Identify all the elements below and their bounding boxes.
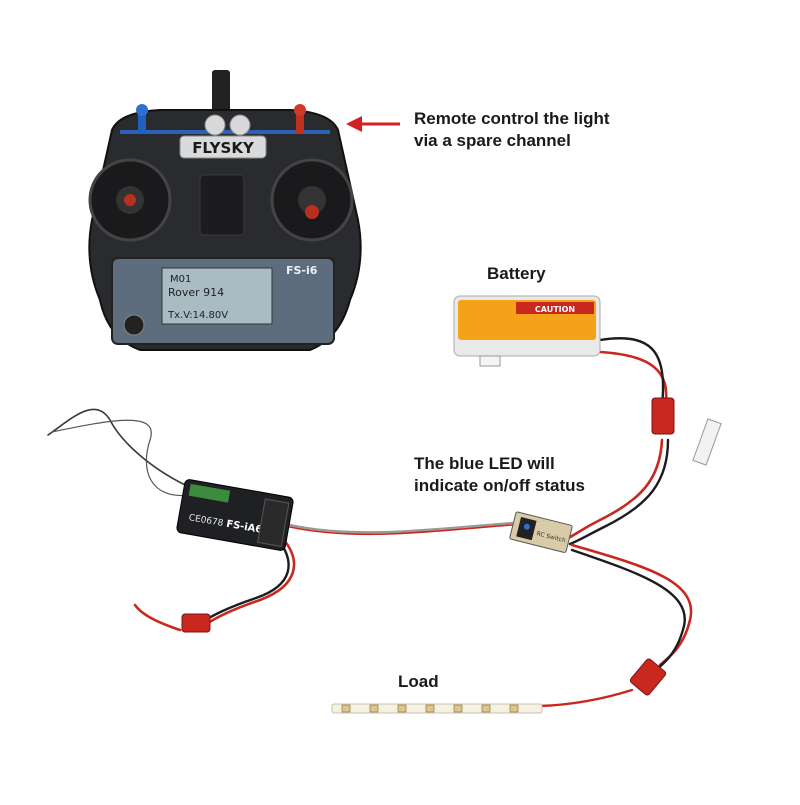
led-chip	[481, 704, 491, 713]
load-annotation-text: Load	[398, 672, 439, 691]
annotation-arrow	[346, 116, 400, 132]
dial-left	[204, 114, 226, 136]
led-strip	[331, 703, 543, 714]
led-annotation: The blue LED will indicate on/off status	[414, 453, 585, 497]
lcd-line-2: Rover 914	[168, 286, 224, 299]
transmitter-antenna	[212, 70, 230, 114]
brand-label: FLYSKY	[192, 139, 255, 157]
status-led	[523, 523, 530, 530]
led-chip	[453, 704, 463, 713]
led-chip	[369, 704, 379, 713]
receiver-jst-connector	[181, 613, 211, 633]
wire-tag	[692, 418, 722, 466]
transmitter: FLYSKY M01 Rover 914 Tx.V:14.80V FS-i6	[88, 70, 362, 351]
battery-pack: CAUTION	[453, 295, 601, 367]
switch-right-red	[296, 110, 304, 134]
dial-right	[229, 114, 251, 136]
nav-button	[123, 314, 145, 336]
caution-text: CAUTION	[535, 305, 575, 314]
remote-annotation-line-2: via a spare channel	[414, 131, 571, 150]
lcd-line-1: M01	[170, 274, 191, 285]
led-chip	[397, 704, 407, 713]
center-grip	[199, 174, 245, 236]
load-lead-to-strip	[538, 688, 634, 708]
load-annotation: Load	[398, 671, 439, 693]
battery-jst-connector	[651, 397, 675, 435]
balance-connector	[479, 355, 501, 367]
led-annotation-line-2: indicate on/off status	[414, 476, 585, 495]
load-wire-black	[570, 548, 686, 672]
led-chips	[341, 704, 519, 713]
caution-band	[516, 302, 594, 314]
switch-module: RC Switch	[509, 511, 573, 553]
wiring	[47, 337, 693, 708]
switch-knob-blue	[136, 104, 148, 116]
led-annotation-line-1: The blue LED will	[414, 454, 555, 473]
remote-annotation-line-1: Remote control the light	[414, 109, 610, 128]
brand-plate	[179, 135, 267, 159]
receiver-antenna-wire	[47, 408, 197, 491]
switch-left-blue	[138, 110, 146, 134]
battery-annotation: Battery	[487, 263, 546, 285]
receiver: CE0678 FS-iA6B	[176, 479, 294, 551]
lcd-screen	[161, 267, 273, 325]
signal-wire	[288, 521, 514, 534]
receiver-power-wire-red	[203, 538, 296, 627]
led-chip	[509, 704, 519, 713]
switch-knob-red	[294, 104, 306, 116]
model-label: FS-i6	[286, 264, 318, 277]
jst-lead-left	[133, 603, 182, 632]
lcd-line-3: Tx.V:14.80V	[167, 310, 228, 321]
led-chip	[425, 704, 435, 713]
battery-annotation-text: Battery	[487, 264, 546, 283]
battery-lead-red-2	[566, 438, 664, 540]
load-jst-connector	[629, 658, 667, 696]
load-wire-red	[570, 543, 693, 667]
remote-annotation: Remote control the light via a spare cha…	[414, 108, 610, 152]
battery-lead-black-2	[568, 438, 670, 546]
left-stick-tip	[124, 194, 136, 206]
receiver-power-wire-black	[200, 540, 290, 624]
receiver-antenna-wire-2	[51, 419, 191, 497]
receiver-pin-header	[257, 498, 290, 548]
signal-wire-red	[289, 524, 513, 536]
receiver-badge	[188, 483, 231, 503]
right-stick-tip	[305, 205, 319, 219]
battery-wire-red	[598, 350, 668, 410]
right-stick	[298, 186, 326, 214]
led-chip	[341, 704, 351, 713]
battery-wire-black	[598, 337, 665, 407]
